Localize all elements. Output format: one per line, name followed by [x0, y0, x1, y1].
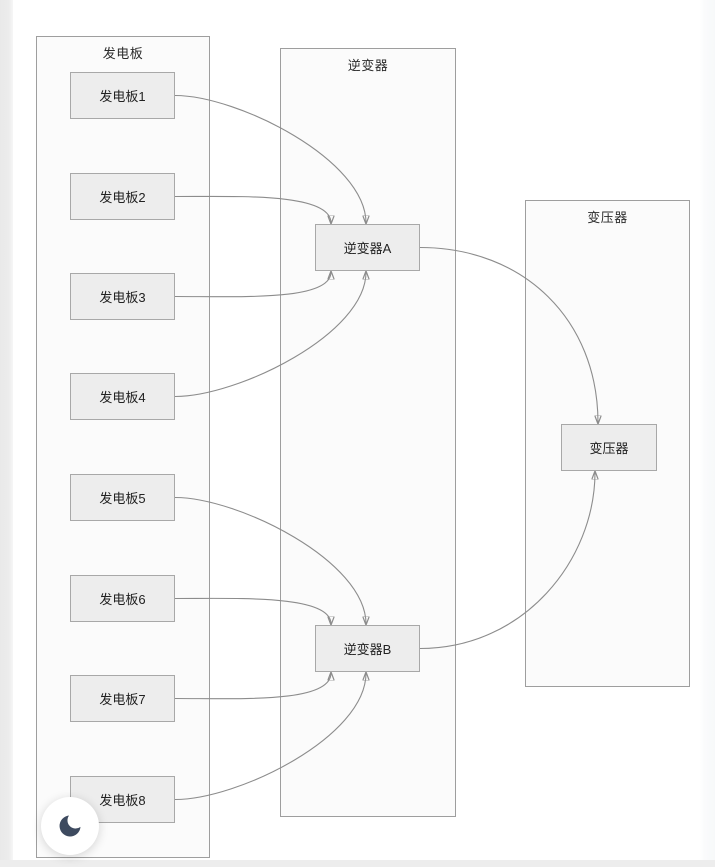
node-panel-4[interactable]: 发电板4 [70, 373, 175, 420]
group-solar-panels: 发电板 [36, 36, 210, 858]
node-panel-5[interactable]: 发电板5 [70, 474, 175, 521]
node-panel-6[interactable]: 发电板6 [70, 575, 175, 622]
node-transformer[interactable]: 变压器 [561, 424, 657, 471]
moon-icon [56, 812, 84, 840]
node-panel-1[interactable]: 发电板1 [70, 72, 175, 119]
node-inverter-b[interactable]: 逆变器B [315, 625, 420, 672]
group-title-inverters: 逆变器 [347, 58, 389, 73]
node-inverter-a[interactable]: 逆变器A [315, 224, 420, 271]
group-inverters: 逆变器 [280, 48, 456, 817]
node-panel-3[interactable]: 发电板3 [70, 273, 175, 320]
node-panel-7[interactable]: 发电板7 [70, 675, 175, 722]
theme-toggle-button[interactable] [41, 797, 99, 855]
group-title-transformer: 变压器 [587, 210, 628, 225]
group-title-solar-panels: 发电板 [102, 46, 144, 61]
node-panel-2[interactable]: 发电板2 [70, 173, 175, 220]
bottom-gutter [0, 860, 715, 867]
right-gutter [700, 0, 715, 867]
left-gutter [0, 0, 13, 867]
